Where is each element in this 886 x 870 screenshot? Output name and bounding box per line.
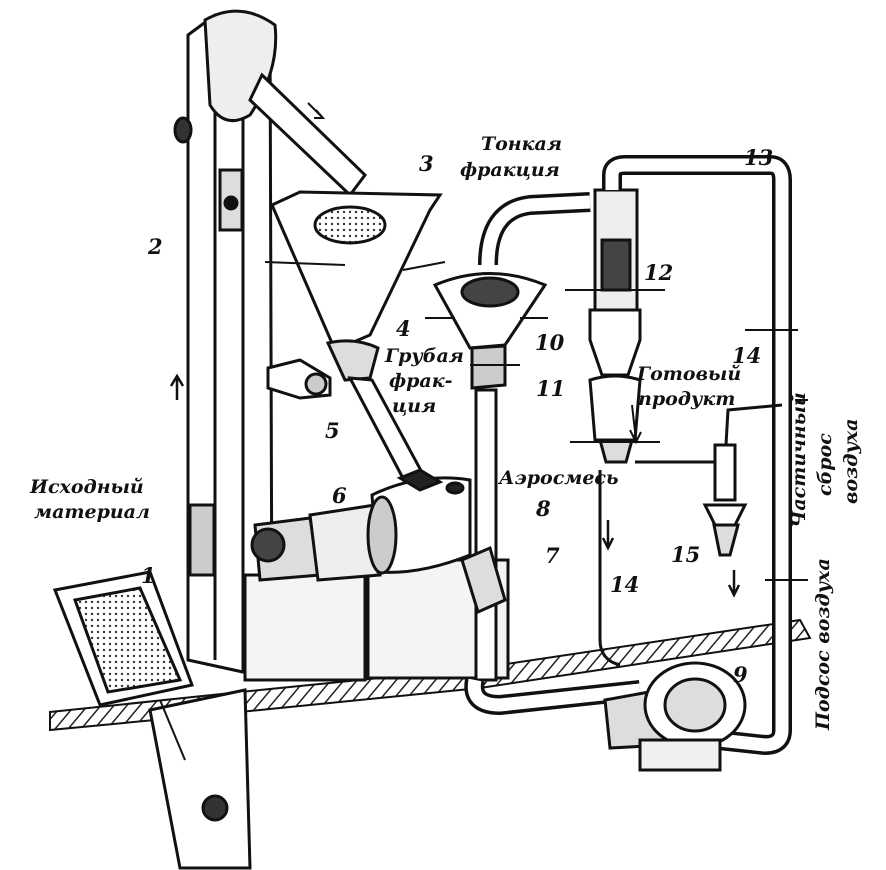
label-partial-air-release-line2: сброс [814, 433, 836, 496]
coarse-return-pipe [347, 376, 428, 484]
label-6: 6 [332, 483, 347, 508]
air-vent-arrows [745, 329, 808, 581]
label-final-product-line2: продукт [638, 388, 736, 410]
label-coarse-fraction-line3: ция [392, 395, 437, 417]
label-4: 4 [396, 316, 411, 341]
label-12: 12 [644, 260, 674, 285]
label-source-material-line1: Исходный [30, 476, 144, 498]
fan [464, 661, 747, 772]
label-final-product-line1: Готовый [637, 363, 742, 385]
label-10: 10 [535, 330, 565, 355]
label-13: 13 [744, 145, 774, 170]
label-air-suction: Подсос воздуха [812, 558, 834, 730]
label-source-material-line2: материал [34, 501, 150, 523]
coarse-separator [264, 190, 446, 382]
product-outlet-arrow [601, 520, 615, 551]
label-fine-fraction-line2: фракция [460, 159, 560, 181]
cyclone [565, 188, 665, 464]
label-1: 1 [141, 563, 156, 588]
label-11: 11 [536, 376, 566, 401]
elevator-arrow [169, 373, 185, 400]
label-aero-mixture: Аэросмесь [499, 467, 619, 489]
feed-hopper [52, 570, 252, 870]
bucket-elevator [173, 9, 278, 674]
feeder-drive [266, 358, 332, 400]
mill [243, 468, 510, 682]
riser-pipe [460, 388, 507, 682]
label-7: 7 [545, 543, 560, 568]
label-14-right: 14 [732, 343, 762, 368]
fine-separator [425, 272, 548, 390]
label-5: 5 [325, 418, 340, 443]
label-coarse-fraction-line1: Грубая [385, 345, 464, 367]
product-cyclone [702, 443, 748, 557]
bypass-branch [598, 403, 783, 667]
sample-outlet-arrow [727, 570, 741, 598]
label-14-lower: 14 [610, 572, 640, 597]
product-in-arrow [629, 404, 642, 445]
label-8: 8 [536, 496, 551, 521]
label-2: 2 [148, 234, 163, 259]
label-3: 3 [419, 151, 434, 176]
label-coarse-fraction-line2: фрак- [389, 370, 453, 392]
label-partial-air-release-line1: Частичный [788, 392, 810, 528]
label-fine-fraction-line1: Тонкая [481, 133, 562, 155]
label-9: 9 [733, 662, 748, 687]
label-partial-air-release-line3: воздуха [840, 418, 862, 505]
label-15: 15 [671, 542, 701, 567]
